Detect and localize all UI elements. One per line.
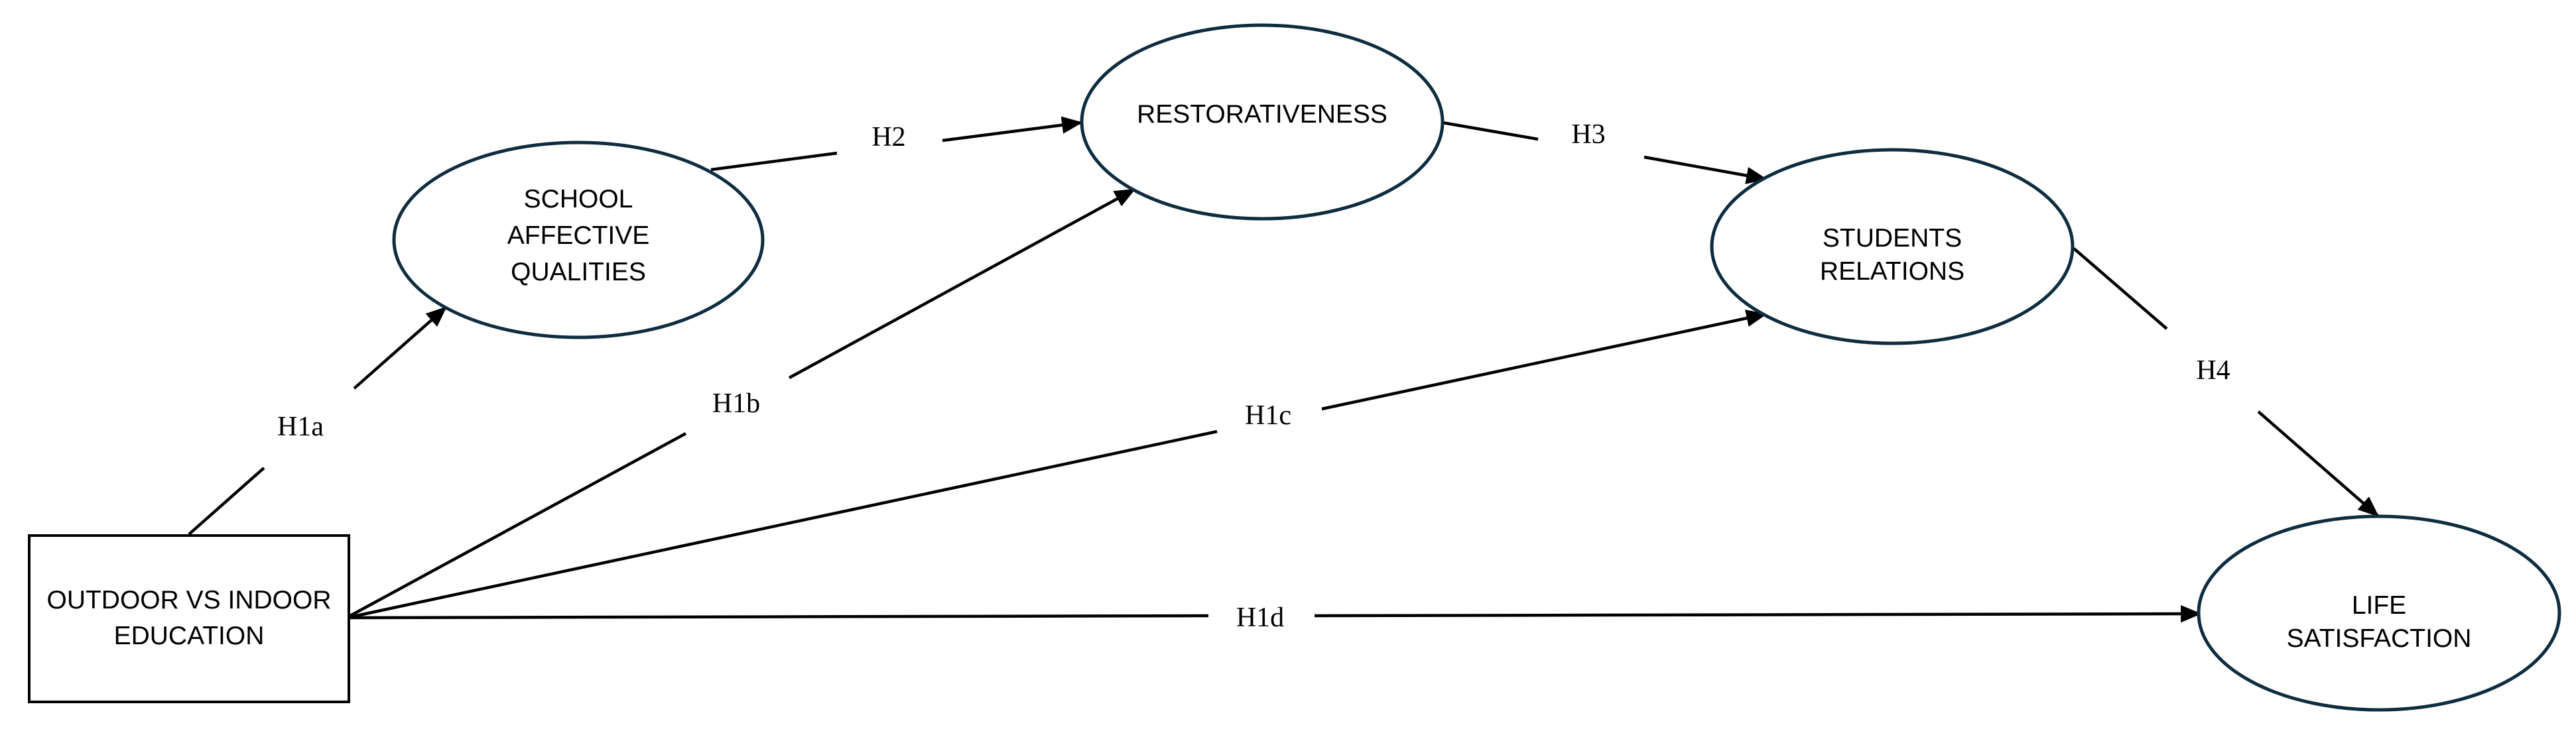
school-label-line2: AFFECTIVE (507, 221, 650, 250)
h2-label: H2 (871, 122, 905, 152)
h1c-arrow (1321, 310, 1768, 411)
h2-line-segment-1 (710, 151, 838, 172)
education-label-line1: OUTDOOR VS INDOOR (46, 586, 331, 614)
h1d-arrow (1314, 604, 2202, 623)
life-label-line2: SATISFACTION (2287, 624, 2472, 653)
students-label-line2: RELATIONS (1820, 257, 1964, 286)
h1d-line-segment-1 (350, 614, 1209, 620)
h4-line-segment-1 (2073, 247, 2168, 330)
school-label-line1: SCHOOL (524, 185, 633, 213)
restorativeness-label: RESTORATIVENESS (1137, 100, 1387, 129)
h1a-arrow (353, 306, 447, 390)
school-affective-qualities-node: SCHOOL AFFECTIVE QUALITIES (392, 141, 765, 339)
school-label-line3: QUALITIES (511, 258, 646, 286)
h4-label: H4 (2196, 355, 2230, 386)
h1d-label: H1d (1236, 602, 1284, 633)
h1b-label: H1b (712, 388, 760, 419)
h1c-label: H1c (1245, 400, 1291, 431)
education-label-line2: EDUCATION (114, 622, 265, 650)
h3-label: H3 (1571, 119, 1605, 150)
h3-arrow (1643, 155, 1768, 184)
h3-line-segment-1 (1442, 121, 1539, 141)
restorativeness-node: RESTORATIVENESS (1080, 23, 1445, 221)
h1b-arrow (788, 188, 1136, 379)
education-node: OUTDOOR VS INDOOR EDUCATION (28, 534, 350, 703)
h1b-line-segment-1 (349, 432, 687, 617)
h4-arrow (2257, 410, 2379, 517)
students-relations-node: STUDENTS RELATIONS (1710, 148, 2075, 345)
students-label-line1: STUDENTS (1823, 224, 1962, 253)
h1c-line-segment-1 (350, 429, 1218, 619)
life-satisfaction-node: LIFE SATISFACTION (2197, 514, 2561, 712)
h2-arrow (942, 116, 1083, 143)
h1a-label: H1a (277, 412, 324, 442)
life-label-line1: LIFE (2352, 591, 2406, 620)
h1a-line-segment-1 (188, 467, 265, 536)
